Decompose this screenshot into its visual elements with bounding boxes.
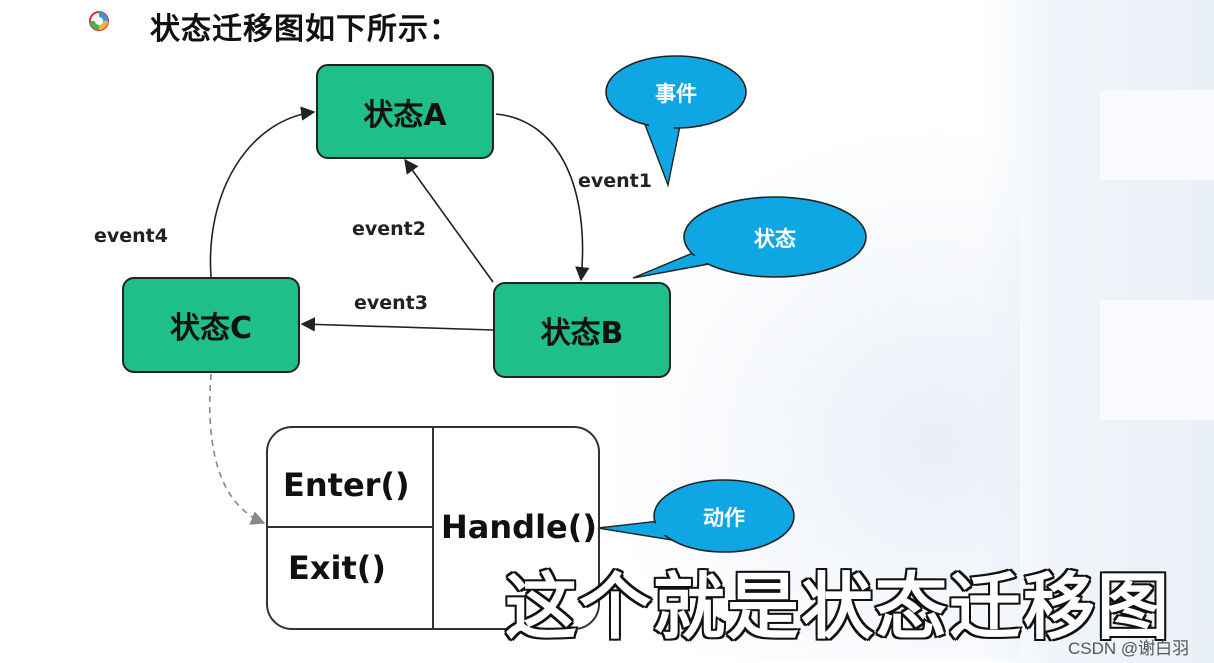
state-detail-link <box>208 373 266 525</box>
state-b: 状态B <box>493 282 671 378</box>
state-a-label: 状态A <box>363 97 447 133</box>
handle-action: Handle() <box>441 508 597 546</box>
transition-event1 <box>495 113 590 282</box>
transition-event4 <box>209 106 316 278</box>
state-c: 状态C <box>122 277 300 373</box>
video-subtitle: 这个就是状态迁移图 <box>503 564 1172 651</box>
bullet-icon <box>89 11 109 31</box>
transition-event2 <box>404 158 494 283</box>
background-stripe <box>1100 300 1214 420</box>
callout-state <box>632 196 867 279</box>
detail-divider-horizontal <box>268 526 432 528</box>
callout-event <box>605 55 747 188</box>
callout-action-label: 动作 <box>703 506 745 530</box>
watermark: CSDN @谢白羽 <box>1068 639 1190 658</box>
page-title: 状态迁移图如下所示： <box>150 12 460 47</box>
event1-label: event1 <box>578 170 652 192</box>
state-b-label: 状态B <box>540 316 624 351</box>
enter-action: Enter() <box>283 466 410 504</box>
exit-action: Exit() <box>288 549 387 587</box>
state-c-label: 状态C <box>169 311 253 346</box>
detail-divider-vertical <box>432 428 434 628</box>
state-detail-box <box>266 426 600 630</box>
event3-label: event3 <box>354 292 428 314</box>
event2-label: event2 <box>352 218 426 240</box>
background-stripe <box>1100 90 1214 180</box>
callout-state-label: 状态 <box>754 227 796 251</box>
callout-event-label: 事件 <box>655 82 697 106</box>
transition-event3 <box>300 317 494 332</box>
state-a: 状态A <box>316 64 494 159</box>
event4-label: event4 <box>94 225 168 247</box>
callout-action <box>597 479 795 553</box>
